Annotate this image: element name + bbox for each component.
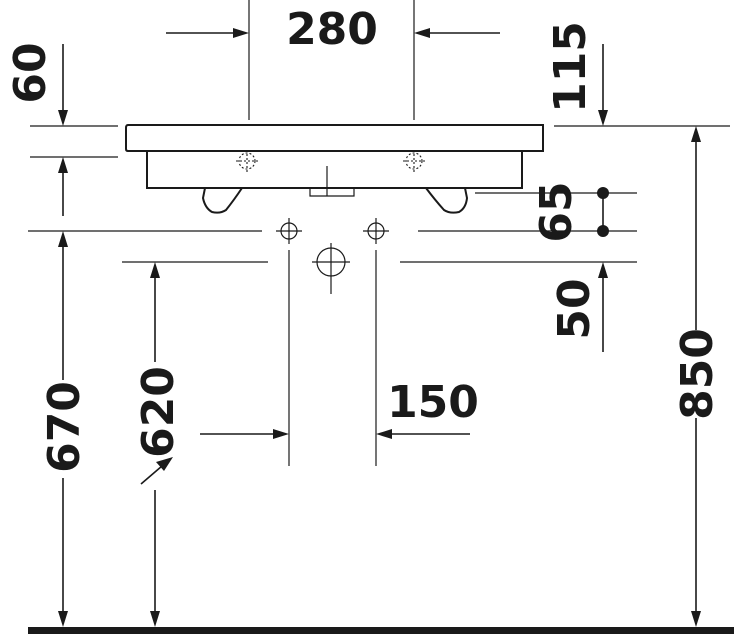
dim-60-label: 60 [5, 42, 56, 103]
dim-850-arrows [691, 126, 701, 627]
dim-280-label: 280 [286, 4, 378, 55]
dim-280-arrows [166, 28, 500, 38]
dim-850-label: 850 [672, 328, 723, 420]
valve-left [276, 218, 302, 244]
floor-line [28, 627, 734, 634]
dim-60-arrows [58, 44, 68, 216]
dim-50-arrows [598, 262, 608, 352]
valve-right [363, 218, 389, 244]
dim-65-label: 65 [531, 181, 582, 242]
dim-620-label: 620 [133, 366, 184, 458]
dim-670-label: 670 [39, 381, 90, 473]
dim-115-label: 115 [545, 21, 596, 113]
basin-outline [125, 124, 544, 214]
drain-outlet [312, 243, 350, 294]
tap-hole-left [236, 150, 258, 172]
dim-50-label: 50 [549, 278, 600, 339]
dim-670-arrows [58, 231, 68, 627]
dim-150-arrows [200, 429, 470, 439]
dim-620-arrows [140, 262, 173, 627]
dim-65-markers [597, 187, 609, 237]
tap-hole-right [403, 150, 425, 172]
dim-150-label: 150 [387, 377, 479, 428]
dim-115-arrows [598, 44, 608, 126]
